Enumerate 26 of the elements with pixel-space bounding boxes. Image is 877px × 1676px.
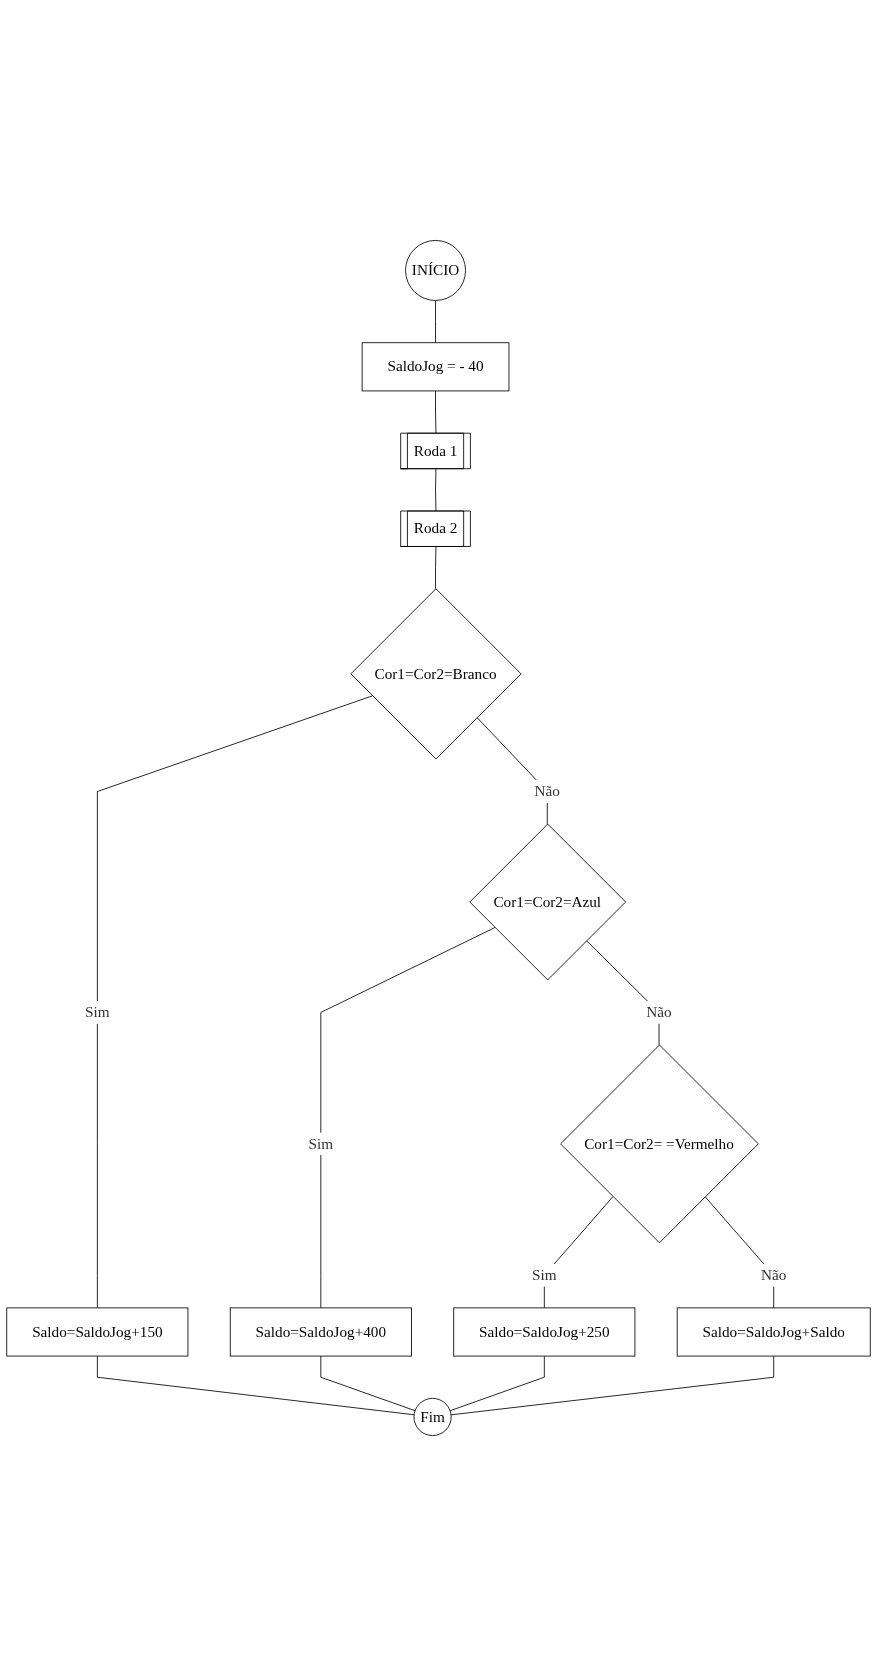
connector — [320, 927, 496, 1309]
node-diamond: Cor1=Cor2= =Vermelho — [560, 1044, 759, 1244]
connector — [450, 1355, 775, 1416]
connector — [96, 1355, 415, 1416]
node-box: SaldoJog = - 40 — [361, 342, 510, 392]
node-box: Saldo=SaldoJog+400 — [229, 1307, 412, 1357]
connector — [96, 695, 373, 1309]
edge-label: Sim — [308, 1135, 334, 1152]
connector — [320, 1355, 416, 1412]
connector — [449, 1355, 545, 1412]
node-circle: INÍCIO — [405, 240, 466, 301]
node-diamond: Cor1=Cor2=Azul — [469, 823, 627, 981]
edge-label: Não — [646, 1003, 672, 1021]
edge-label: Não — [761, 1266, 787, 1284]
node-box: Saldo=SaldoJog+250 — [453, 1307, 636, 1357]
connector — [435, 390, 437, 435]
node-circle: Fim — [413, 1397, 452, 1436]
node-box: Saldo=SaldoJog+Saldo — [676, 1307, 871, 1357]
connector — [435, 546, 437, 590]
edge-label: Sim — [85, 1003, 110, 1021]
connector — [435, 300, 436, 344]
node-box: Saldo=SaldoJog+150 — [6, 1307, 189, 1357]
connector — [435, 468, 437, 512]
edge-label: Não — [534, 782, 560, 800]
edge-label: Sim — [532, 1266, 557, 1284]
node-diamond: Cor1=Cor2=Branco — [350, 588, 522, 760]
